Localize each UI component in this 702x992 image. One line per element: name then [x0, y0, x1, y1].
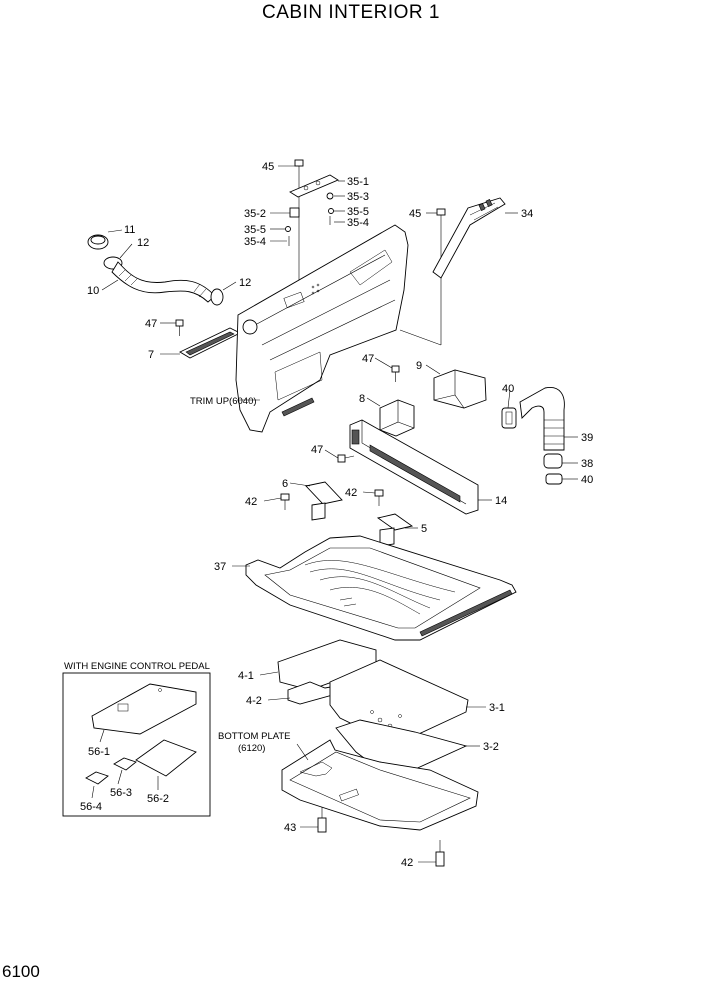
bottom-plate — [281, 739, 479, 831]
pad-56-2 — [135, 739, 197, 777]
washer-35-5b — [285, 226, 291, 232]
label-40: 40 — [502, 383, 514, 395]
label-3-1: 3-1 — [489, 702, 505, 714]
cap-11 — [87, 234, 109, 250]
plate-3-2 — [335, 719, 468, 777]
label-47: 47 — [362, 353, 374, 365]
duct-assy-14 — [349, 419, 479, 515]
clip-35-3 — [326, 192, 334, 200]
adapter-8 — [379, 399, 415, 437]
bracket-5 — [376, 513, 414, 547]
label-39: 39 — [581, 432, 593, 444]
label-42: 42 — [245, 496, 257, 508]
pad-56-3 — [113, 757, 137, 771]
label-34: 34 — [521, 208, 533, 220]
label-8: 8 — [359, 393, 365, 405]
label-47: 47 — [311, 444, 323, 456]
clip-40-upper — [501, 407, 517, 429]
bolt-42-left — [280, 493, 290, 510]
page-number: 6100 — [2, 962, 40, 981]
washer-35-5a — [328, 208, 334, 214]
vent-7 — [179, 327, 242, 359]
inset-title: WITH ENGINE CONTROL PEDAL — [64, 661, 210, 672]
clamp-12-right — [210, 288, 224, 306]
label-35-3: 35-3 — [347, 191, 369, 203]
bolt-43 — [317, 805, 327, 833]
duct-9 — [433, 369, 487, 409]
bracket-6 — [305, 481, 343, 521]
rear-trim-panel — [235, 224, 409, 433]
pad-56-4 — [85, 771, 109, 785]
label-12: 12 — [239, 277, 251, 289]
label-5: 5 — [421, 523, 427, 535]
note-trim-up: TRIM UP(6040) — [190, 396, 257, 407]
label-4-2: 4-2 — [246, 695, 262, 707]
label-56-2: 56-2 — [147, 793, 169, 805]
bolt-47-left — [175, 319, 184, 336]
hose-10 — [111, 261, 216, 303]
pad-56-1 — [91, 683, 197, 735]
label-11: 11 — [124, 224, 135, 236]
note-bottom-plate-ref: (6120) — [238, 743, 265, 754]
hose-39 — [519, 387, 565, 451]
clip-35-2 — [289, 207, 300, 218]
label-7: 7 — [148, 349, 154, 361]
label-37: 37 — [214, 561, 226, 573]
label-45: 45 — [409, 208, 421, 220]
label-45: 45 — [262, 161, 274, 173]
cap-38 — [543, 453, 563, 469]
bracket-35-1 — [289, 174, 339, 198]
label-40: 40 — [581, 474, 593, 486]
bolt-42-right — [374, 489, 384, 506]
part-labels: 45 35-1 35-3 35-2 35-5 35-5 35-4 35-4 45… — [64, 161, 593, 869]
label-4-1: 4-1 — [238, 670, 254, 682]
label-35-2: 35-2 — [244, 208, 266, 220]
label-9: 9 — [416, 360, 422, 372]
label-35-5: 35-5 — [347, 206, 369, 218]
label-56-3: 56-3 — [110, 787, 132, 799]
label-3-2: 3-2 — [483, 741, 499, 753]
label-42: 42 — [345, 487, 357, 499]
label-35-5: 35-5 — [244, 224, 266, 236]
label-10: 10 — [87, 285, 99, 297]
bolt-45-top — [294, 159, 304, 178]
note-bottom-plate: BOTTOM PLATE — [218, 731, 291, 742]
label-56-1: 56-1 — [88, 746, 110, 758]
label-43: 43 — [284, 822, 296, 834]
label-42: 42 — [401, 857, 413, 869]
floor-mat-37 — [245, 535, 517, 641]
grab-handle-34 — [432, 197, 506, 279]
leader-lines — [101, 165, 578, 863]
label-35-4: 35-4 — [244, 236, 266, 248]
label-35-4: 35-4 — [347, 217, 369, 229]
engine-pedal-inset — [62, 672, 211, 817]
label-38: 38 — [581, 458, 593, 470]
label-47: 47 — [145, 318, 157, 330]
label-35-1: 35-1 — [347, 176, 369, 188]
bolt-47-lower — [337, 454, 355, 463]
label-12: 12 — [137, 237, 149, 249]
clip-40-lower — [545, 473, 563, 485]
bolt-42-bottom — [435, 840, 445, 867]
bolt-45-right — [436, 208, 446, 228]
label-56-4: 56-4 — [80, 801, 102, 813]
diagram-title: CABIN INTERIOR 1 — [262, 2, 440, 23]
label-14: 14 — [495, 495, 507, 507]
label-6: 6 — [282, 478, 288, 490]
bolt-47-mid — [391, 365, 400, 382]
